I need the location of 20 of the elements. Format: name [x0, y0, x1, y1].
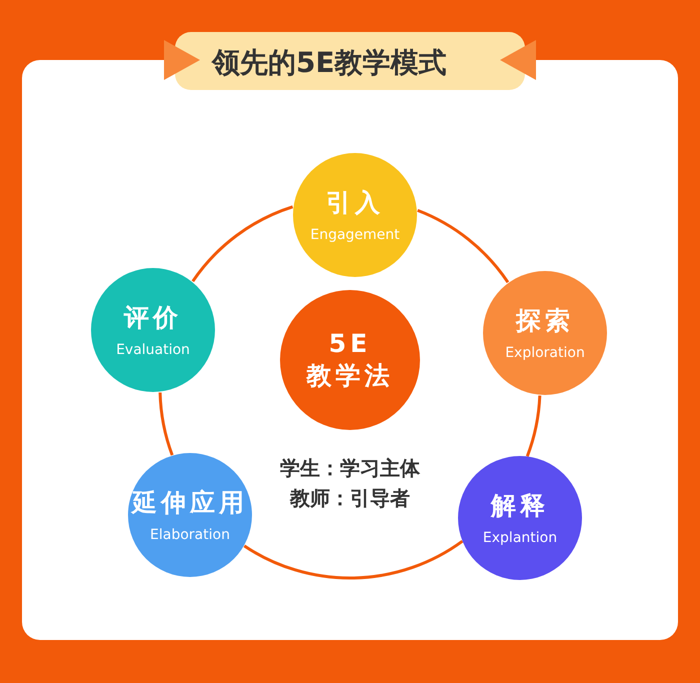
english-name: Evaluation: [116, 342, 190, 358]
english-name: Engagement: [310, 227, 400, 244]
english-name: Elaboration: [150, 527, 230, 544]
stage-name: 教学法: [306, 360, 394, 392]
ring-arc: [526, 395, 542, 457]
stage-name: 解释: [491, 490, 549, 522]
english-name: Exploration: [505, 345, 585, 362]
ring-arc: [158, 392, 174, 456]
stage-name: 探索: [516, 304, 574, 337]
stage-name: 引入: [326, 186, 384, 219]
ring-arc: [192, 205, 294, 282]
role-note: 学生：学习主体: [280, 455, 420, 482]
stage-name: 延伸应用: [132, 486, 248, 519]
ring-arc: [416, 209, 510, 284]
ring-arc: [244, 540, 464, 580]
title: 领先的5E教学模式: [212, 45, 447, 81]
stage-name: 5E: [328, 328, 372, 360]
english-name: Explantion: [482, 530, 558, 546]
stage-name: 评价: [124, 302, 182, 334]
role-note: 教师：引导者: [290, 485, 410, 512]
